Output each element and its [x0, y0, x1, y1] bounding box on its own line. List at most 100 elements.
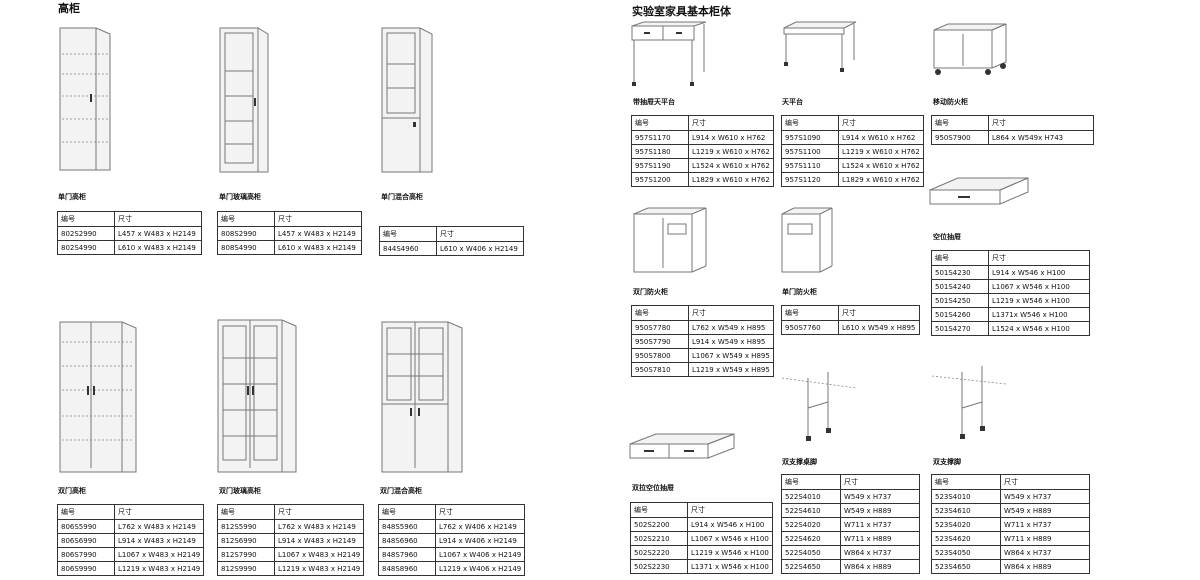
- product-code: 501S4260: [931, 307, 989, 322]
- product-code: 522S4650: [781, 559, 841, 574]
- product-code: 957S1190: [631, 158, 689, 173]
- double-pull-drawer-illustration: [629, 433, 735, 459]
- product-size: W711 x H889: [1000, 531, 1090, 546]
- product-size: L914 x W546 x H100: [687, 517, 773, 532]
- column-header-code: 编号: [631, 305, 689, 321]
- product-size: L1219 x W483 x H2149: [273, 561, 365, 576]
- double-mixed-tall-cabinet-illustration: [381, 321, 463, 473]
- column-header-size: 尺寸: [113, 504, 205, 520]
- product-code: 950S7800: [631, 348, 689, 363]
- product-size: W711 x H737: [1000, 517, 1090, 532]
- product-code: 950S7810: [631, 362, 689, 377]
- product-size: W711 x H889: [840, 531, 920, 546]
- double-door-tall-cabinet-illustration: [59, 321, 137, 473]
- product-name: 双支撑桌脚: [782, 458, 817, 466]
- column-header-size: 尺寸: [838, 305, 920, 321]
- product-code: 950S7900: [931, 130, 989, 145]
- product-size: W549 x H737: [1000, 489, 1090, 504]
- product-code: 501S4270: [931, 321, 989, 336]
- product-code: 957S1110: [781, 158, 839, 173]
- single-mixed-tall-cabinet-illustration: [381, 27, 433, 173]
- product-code: 808S4990: [217, 240, 275, 255]
- product-code: 950S7780: [631, 320, 689, 335]
- product-size: L1219 x W610 x H762: [688, 144, 774, 159]
- product-name: 单门防火柜: [782, 288, 817, 296]
- product-size: L1067 x W483 x H2149: [273, 547, 365, 562]
- product-name: 移动防火柜: [933, 98, 968, 106]
- product-code: 957S1170: [631, 130, 689, 145]
- product-size: L1829 x W610 x H762: [838, 172, 924, 187]
- product-code: 522S4610: [781, 503, 841, 518]
- product-size: L610 x W549 x H895: [838, 320, 920, 335]
- product-size: L1524 x W546 x H100: [988, 321, 1090, 336]
- product-code: 501S4240: [931, 279, 989, 294]
- product-size: L914 x W610 x H762: [838, 130, 924, 145]
- double-support-leg-illustration: [931, 366, 1007, 439]
- column-header-code: 编号: [57, 504, 115, 520]
- product-size: L762 x W483 x H2149: [273, 519, 365, 534]
- product-code: 806S5990: [57, 519, 115, 534]
- product-code: 522S4020: [781, 517, 841, 532]
- column-header-size: 尺寸: [687, 502, 773, 518]
- spec-table-header: 编号尺寸: [57, 504, 205, 520]
- single-glass-tall-cabinet-illustration: [219, 27, 269, 173]
- product-code: 812S6990: [217, 533, 275, 548]
- product-name: 单门玻璃高柜: [219, 193, 261, 201]
- product-code: 808S2990: [217, 226, 275, 241]
- column-header-size: 尺寸: [436, 226, 524, 242]
- product-size: W864 x H889: [840, 559, 920, 574]
- product-code: 957S1090: [781, 130, 839, 145]
- product-code: 523S4050: [931, 545, 1001, 560]
- column-header-code: 编号: [378, 504, 436, 520]
- product-code: 522S4010: [781, 489, 841, 504]
- product-code: 812S9990: [217, 561, 275, 576]
- column-header-code: 编号: [781, 474, 841, 490]
- product-size: L914 x W549 x H895: [688, 334, 774, 349]
- product-code: 957S1100: [781, 144, 839, 159]
- column-header-code: 编号: [379, 226, 437, 242]
- product-code: 844S4960: [379, 241, 437, 256]
- product-code: 502S2230: [630, 559, 688, 574]
- product-size: L457 x W483 x H2149: [114, 226, 202, 241]
- product-code: 812S7990: [217, 547, 275, 562]
- product-code: 848S7960: [378, 547, 436, 562]
- product-code: 950S7790: [631, 334, 689, 349]
- product-code: 523S4010: [931, 489, 1001, 504]
- product-size: L914 x W406 x H2149: [434, 533, 526, 548]
- product-name: 天平台: [782, 98, 803, 106]
- product-size: L1067 x W546 x H100: [687, 531, 773, 546]
- product-size: W864 x H737: [1000, 545, 1090, 560]
- product-size: L762 x W483 x H2149: [113, 519, 205, 534]
- product-size: L864 x W549x H743: [988, 130, 1094, 145]
- product-size: L914 x W483 x H2149: [273, 533, 365, 548]
- product-size: L1371 x W546 x H100: [687, 559, 773, 574]
- product-name: 空位抽屉: [933, 233, 961, 241]
- double-support-table-leg-illustration: [781, 372, 857, 441]
- product-code: 523S4620: [931, 531, 1001, 546]
